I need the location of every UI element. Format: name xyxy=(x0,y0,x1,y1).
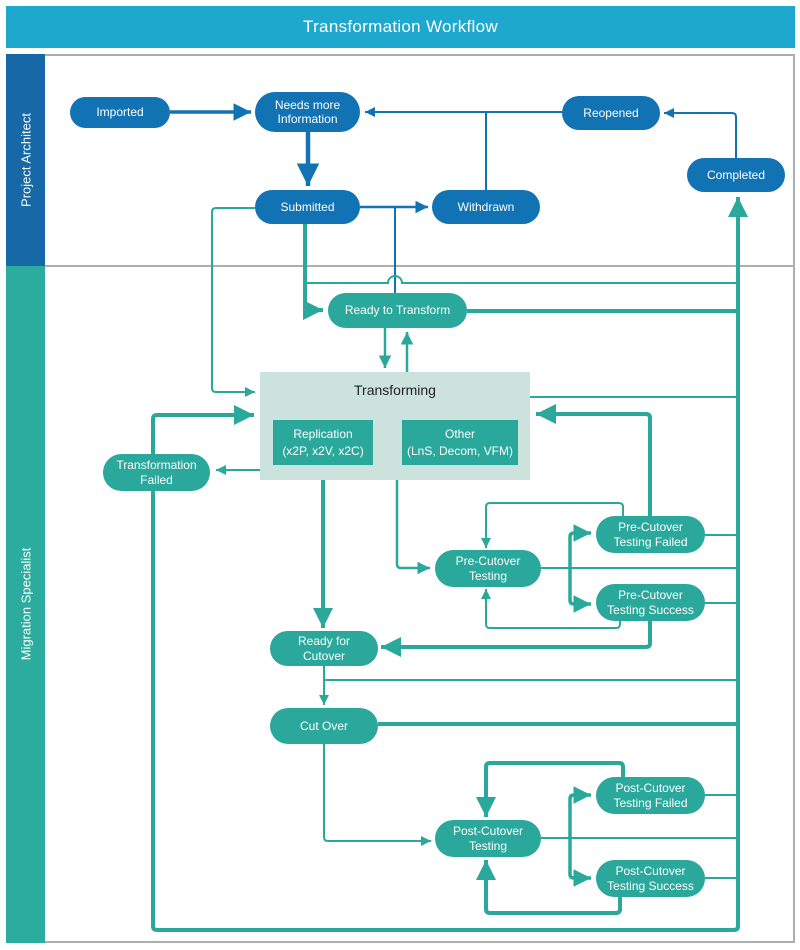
node-ready-to-transform: Ready to Transform xyxy=(328,293,467,328)
diagram-title: Transformation Workflow xyxy=(303,17,498,36)
node-withdrawn: Withdrawn xyxy=(432,190,540,224)
lane-label-migration-specialist: Migration Specialist xyxy=(18,547,34,661)
node-pre-cutover-testing-success: Pre-Cutover Testing Success xyxy=(596,584,705,621)
node-post-cutover-testing-failed: Post-Cutover Testing Failed xyxy=(596,777,705,814)
diagram-title-bar: Transformation Workflow xyxy=(6,6,795,48)
node-pre-cutover-testing: Pre-Cutover Testing xyxy=(435,550,541,587)
lane-label-project-architect: Project Architect xyxy=(18,113,34,207)
node-reopened: Reopened xyxy=(562,96,660,130)
node-imported: Imported xyxy=(70,97,170,128)
other-detail: (LnS, Decom, VFM) xyxy=(406,444,514,458)
node-post-cutover-testing: Post-Cutover Testing xyxy=(435,820,541,857)
replication-detail: (x2P, x2V, x2C) xyxy=(282,444,364,458)
node-transforming: Transforming Replication (x2P, x2V, x2C)… xyxy=(260,372,530,480)
lane-strip-migration-specialist xyxy=(6,266,45,943)
node-ready-for-cutover: Ready for Cutover xyxy=(270,631,378,666)
node-post-cutover-testing-success: Post-Cutover Testing Success xyxy=(596,860,705,897)
node-transformation-failed: Transformation Failed xyxy=(103,454,210,491)
other-name: Other xyxy=(444,427,475,441)
node-completed: Completed xyxy=(687,158,785,192)
node-transforming-replication: Replication (x2P, x2V, x2C) xyxy=(273,420,373,465)
lane-divider xyxy=(45,265,795,267)
transforming-title: Transforming xyxy=(354,382,436,398)
lane-strip-project-architect xyxy=(6,54,45,266)
node-needs-more-information: Needs more Information xyxy=(255,92,360,132)
node-submitted: Submitted xyxy=(255,190,360,224)
replication-name: Replication xyxy=(293,427,353,441)
node-pre-cutover-testing-failed: Pre-Cutover Testing Failed xyxy=(596,516,705,553)
node-cut-over: Cut Over xyxy=(270,708,378,744)
node-transforming-other: Other (LnS, Decom, VFM) xyxy=(402,420,518,465)
